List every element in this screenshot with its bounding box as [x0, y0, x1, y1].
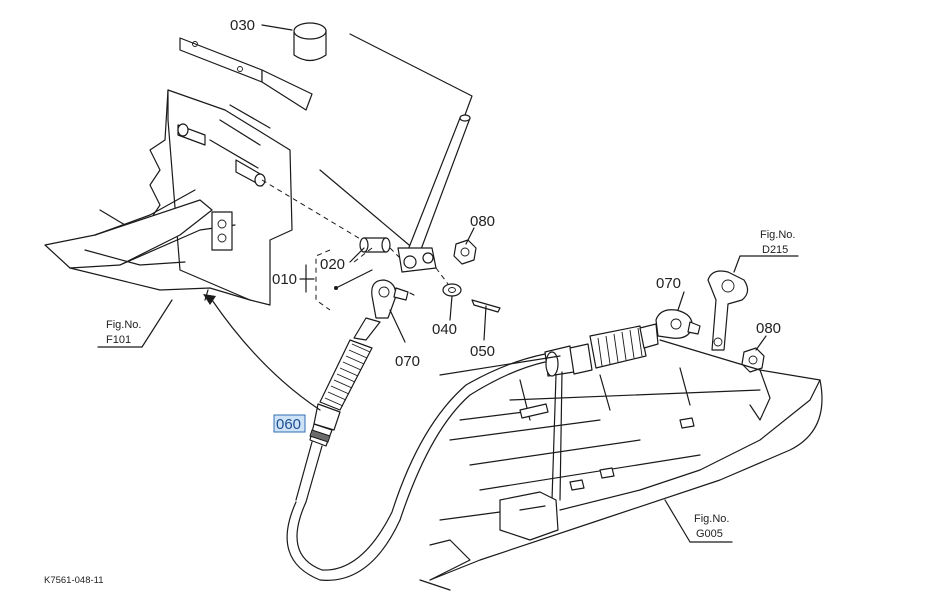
- label-010: 010: [272, 271, 297, 288]
- nut-080-upper: [453, 239, 477, 265]
- pedal-bracket: [44, 37, 313, 306]
- knob-030: [293, 22, 327, 62]
- label-020: 020: [320, 256, 345, 273]
- arm-d215: [707, 270, 749, 351]
- bushing-020: [359, 237, 391, 253]
- figref-f101-code: F101: [106, 334, 131, 346]
- ball-joint-070-lower: [655, 309, 701, 339]
- label-030: 030: [230, 17, 255, 34]
- label-060[interactable]: 060: [276, 416, 301, 433]
- ball-joint-070-upper: [371, 279, 415, 319]
- figref-d215-label: Fig.No.: [760, 229, 795, 241]
- label-040: 040: [432, 321, 457, 338]
- figref-d215[interactable]: Fig.No. D215: [760, 229, 795, 256]
- label-080-lower: 080: [756, 320, 781, 337]
- figref-f101-label: Fig.No.: [106, 319, 141, 331]
- frame-g005: [419, 339, 823, 591]
- label-080-upper: 080: [470, 213, 495, 230]
- washer-040: [442, 283, 462, 297]
- figref-g005-code: G005: [696, 528, 723, 540]
- drawing-id: K7561-048-11: [44, 575, 104, 586]
- pin-050: [471, 299, 501, 341]
- label-060-highlight[interactable]: 060: [273, 414, 306, 433]
- cable-060: [286, 317, 546, 581]
- figref-g005[interactable]: Fig.No. G005: [664, 499, 733, 543]
- label-050: 050: [470, 343, 495, 360]
- figref-f101[interactable]: Fig.No. F101: [97, 299, 173, 348]
- label-070-lower: 070: [656, 275, 681, 292]
- figref-d215-code: D215: [762, 244, 788, 256]
- label-070-upper: 070: [395, 353, 420, 370]
- figref-g005-label: Fig.No.: [694, 513, 729, 525]
- cable-060-lower-end: [544, 323, 659, 501]
